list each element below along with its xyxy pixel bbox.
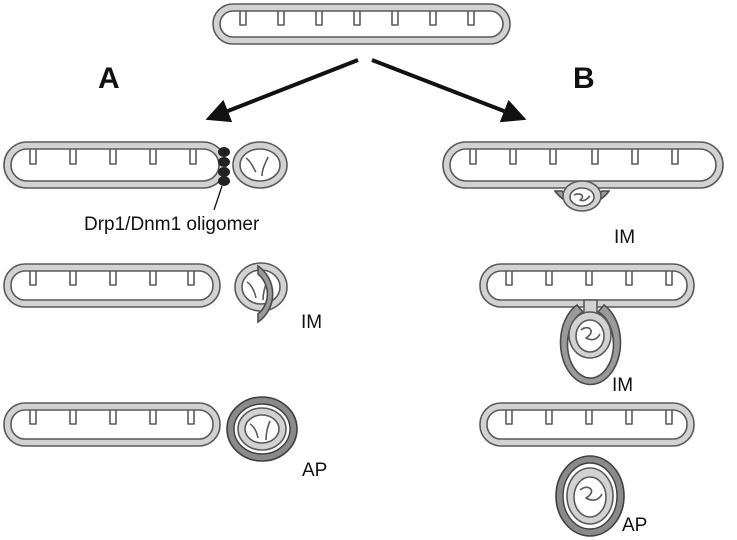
a-im-label: IM — [301, 312, 322, 333]
a-row3-mitochondrion — [3, 402, 221, 447]
top-mitochondrion — [212, 3, 511, 45]
a-ap-label: AP — [302, 460, 327, 481]
a-row2-mitochondrion — [3, 263, 221, 308]
b-row2-im-label: IM — [612, 375, 633, 396]
drp1-oligomer — [218, 147, 230, 186]
b-row1-im-label: IM — [614, 227, 635, 248]
a-isolation-membrane — [257, 264, 274, 324]
a-autophagosome — [226, 396, 298, 462]
b-row3-mitochondrion — [479, 402, 695, 447]
arrow-to-b — [371, 58, 527, 123]
b-row2-isolation-membrane — [559, 303, 622, 386]
a-row1-mitochondrion — [3, 141, 288, 189]
panel-a-label: A — [98, 62, 120, 95]
panel-b-label: B — [573, 62, 595, 95]
b-row1-bud — [562, 180, 602, 212]
b-ap-label: AP — [622, 515, 647, 536]
arrow-to-a — [205, 58, 359, 123]
drp1-label: Drp1/Dnm1 oligomer — [84, 214, 260, 235]
b-autophagosome — [555, 455, 625, 537]
b-row2-bud — [568, 299, 612, 359]
b-row2-mitochondrion — [479, 263, 695, 308]
drp1-pointer — [213, 185, 223, 211]
b-row1-mitochondrion — [442, 141, 724, 189]
